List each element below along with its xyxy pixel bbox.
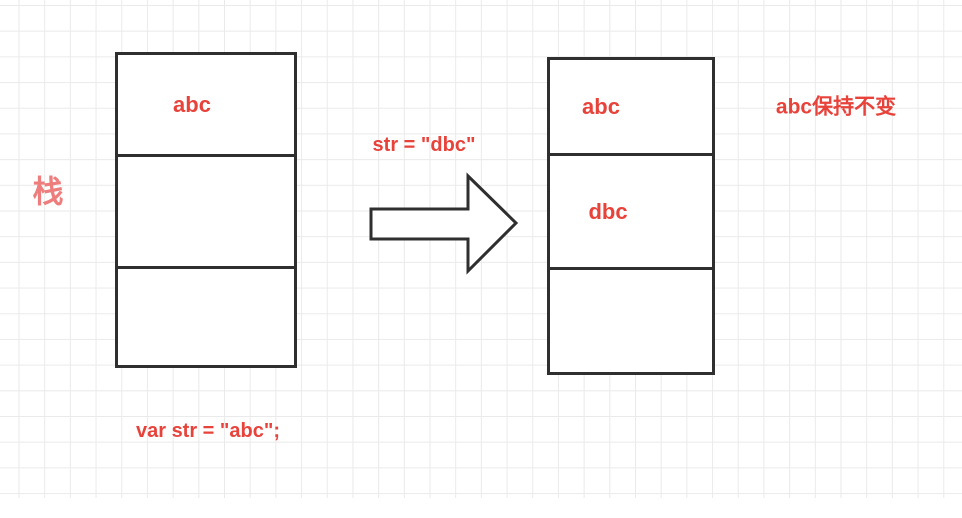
arrow-caption: str = "dbc" [372,134,476,156]
right-stack-box: abc dbc [547,57,715,375]
left-stack-cell-bottom [118,269,294,365]
right-block-arrow-icon [369,172,519,275]
right-stack-cell-bottom [550,270,712,372]
right-stack-cell-top: abc [550,60,712,156]
unchanged-note: abc保持不变 [775,95,897,119]
code-caption: var str = "abc"; [135,420,281,442]
left-stack-cell-middle [118,157,294,269]
left-stack-box: abc [115,52,297,368]
stack-label: 栈 [32,174,64,210]
right-stack-cell-middle: dbc [550,156,712,270]
left-stack-cell-top-value: abc [173,91,211,117]
right-stack-cell-middle-value: dbc [588,198,628,224]
left-stack-cell-top: abc [118,55,294,157]
right-stack-cell-top-value: abc [582,93,620,119]
